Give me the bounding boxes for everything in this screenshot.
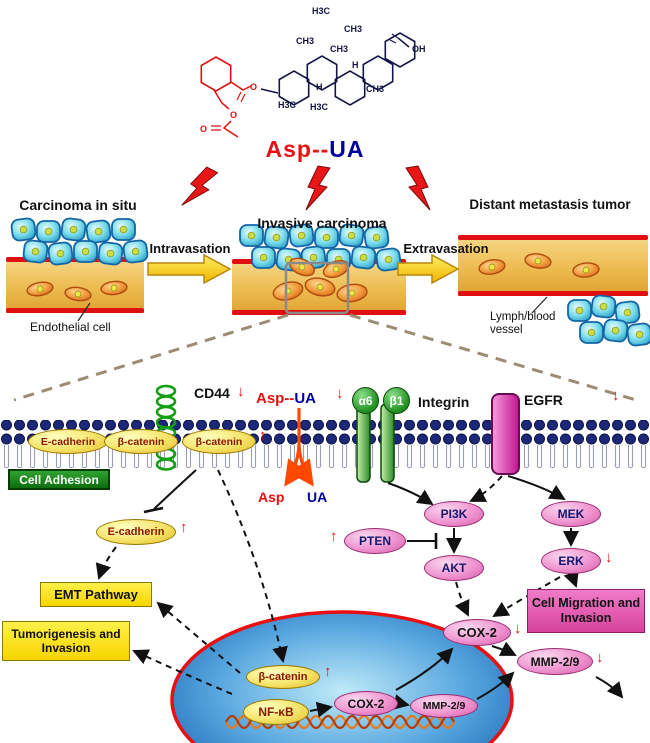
lightning-bolts	[181, 162, 431, 214]
label-lymph-blood-vessel: Lymph/blood vessel	[490, 311, 556, 337]
e-cadherin-cytosol: E-cadherin	[96, 519, 176, 545]
erk-down-marker: ↓	[605, 549, 613, 566]
asp-product-label: Asp	[258, 489, 285, 505]
label-carcinoma-in-situ: Carcinoma in situ	[19, 197, 137, 213]
integrin-receptor	[356, 403, 395, 483]
egfr-label: EGFR	[524, 392, 563, 408]
egfr-down-marker: ↓	[612, 387, 620, 404]
e-cadherin-up-marker: ↑	[180, 519, 188, 536]
label-invasive-carcinoma: Invasive carcinoma	[257, 215, 387, 231]
label-intravasation: Intravasation	[149, 241, 231, 256]
ua-product-label: UA	[307, 489, 328, 505]
nfkb-node: NF-κB	[243, 699, 309, 725]
lymph-pointer-line	[531, 296, 548, 314]
compound-title: Asp--UA	[230, 136, 400, 163]
cell-adhesion-box: Cell Adhesion	[8, 469, 110, 490]
cox2-down-marker: ↓	[514, 620, 522, 637]
cd44-label: CD44	[194, 385, 230, 401]
alpha6-subunit: α6	[352, 387, 379, 414]
integrin-down-marker: ↓	[336, 385, 344, 402]
molecule-structure	[200, 32, 416, 106]
beta-catenin-nucleus: β-catenin	[246, 665, 320, 689]
molecule-label: H	[316, 82, 323, 92]
molecule-label: CH3	[330, 44, 349, 54]
mmp29-down-marker: ↓	[596, 649, 604, 666]
emt-pathway-box: EMT Pathway	[40, 582, 152, 607]
asp-text: Asp	[256, 390, 285, 407]
beta1-subunit: β1	[383, 387, 410, 414]
integrin-label: Integrin	[418, 394, 470, 410]
beta-catenin-nucleus-up-marker: ↑	[324, 663, 332, 680]
molecule-label: CH3	[366, 84, 385, 94]
pten-node: PTEN	[344, 528, 406, 554]
compound-sep: --	[311, 136, 330, 162]
endothelial-pointer-line	[77, 302, 91, 322]
cox2-nucleus: COX-2	[334, 691, 398, 716]
e-cadherin-membrane: E-cadherin	[28, 429, 108, 454]
asp-ua-split-arrow	[284, 408, 314, 487]
ua-text: UA	[294, 390, 317, 407]
extravasation-arrow	[397, 253, 460, 285]
molecule-label: O	[230, 110, 238, 120]
sep-text: --	[284, 390, 295, 407]
molecule-label: H3C	[312, 6, 331, 16]
mek-node: MEK	[541, 501, 601, 527]
pi3k-node: PI3K	[424, 501, 484, 527]
molecule-label: H	[352, 60, 359, 70]
pten-up-marker: ↑	[330, 528, 338, 545]
molecule-label: OH	[412, 44, 426, 54]
tumorigenesis-box: Tumorigenesis and Invasion	[2, 621, 130, 661]
cd44-down-marker: ↓	[237, 383, 245, 400]
label-endothelial-cell: Endothelial cell	[30, 320, 111, 334]
erk-node: ERK	[541, 548, 601, 574]
intravasation-arrow	[147, 253, 232, 285]
cox2-node: COX-2	[443, 619, 511, 646]
compound-asp: Asp	[265, 136, 312, 162]
beta-catenin-membrane-right: β-catenin	[182, 429, 256, 454]
zoom-lines	[13, 313, 637, 402]
zoom-highlight-box	[284, 261, 350, 315]
molecule-label: O	[200, 124, 208, 134]
molecule-label: H3C	[278, 100, 297, 110]
beta-catenin-membrane-left: β-catenin	[104, 429, 178, 454]
cell-migration-box: Cell Migration and Invasion	[527, 589, 645, 633]
molecule-label: O	[250, 82, 258, 92]
tumor-cells-blue	[10, 217, 650, 347]
molecule-bonds	[211, 33, 410, 138]
molecule-label: CH3	[296, 36, 315, 46]
label-extravasation: Extravasation	[403, 241, 489, 256]
egfr-receptor	[491, 393, 520, 475]
asp-ua-membrane-label: Asp--UA	[256, 390, 316, 407]
molecule-label: H3C	[310, 102, 329, 112]
akt-node: AKT	[424, 555, 484, 581]
label-distant-metastasis: Distant metastasis tumor	[469, 197, 631, 212]
compound-ua: UA	[329, 136, 365, 162]
signal-arrows	[95, 469, 624, 718]
beta-catenin-up-marker: ↑	[259, 427, 267, 444]
mmp29-nucleus: MMP-2/9	[410, 694, 478, 718]
molecule-label: CH3	[344, 24, 363, 34]
mmp29-node: MMP-2/9	[517, 648, 593, 675]
